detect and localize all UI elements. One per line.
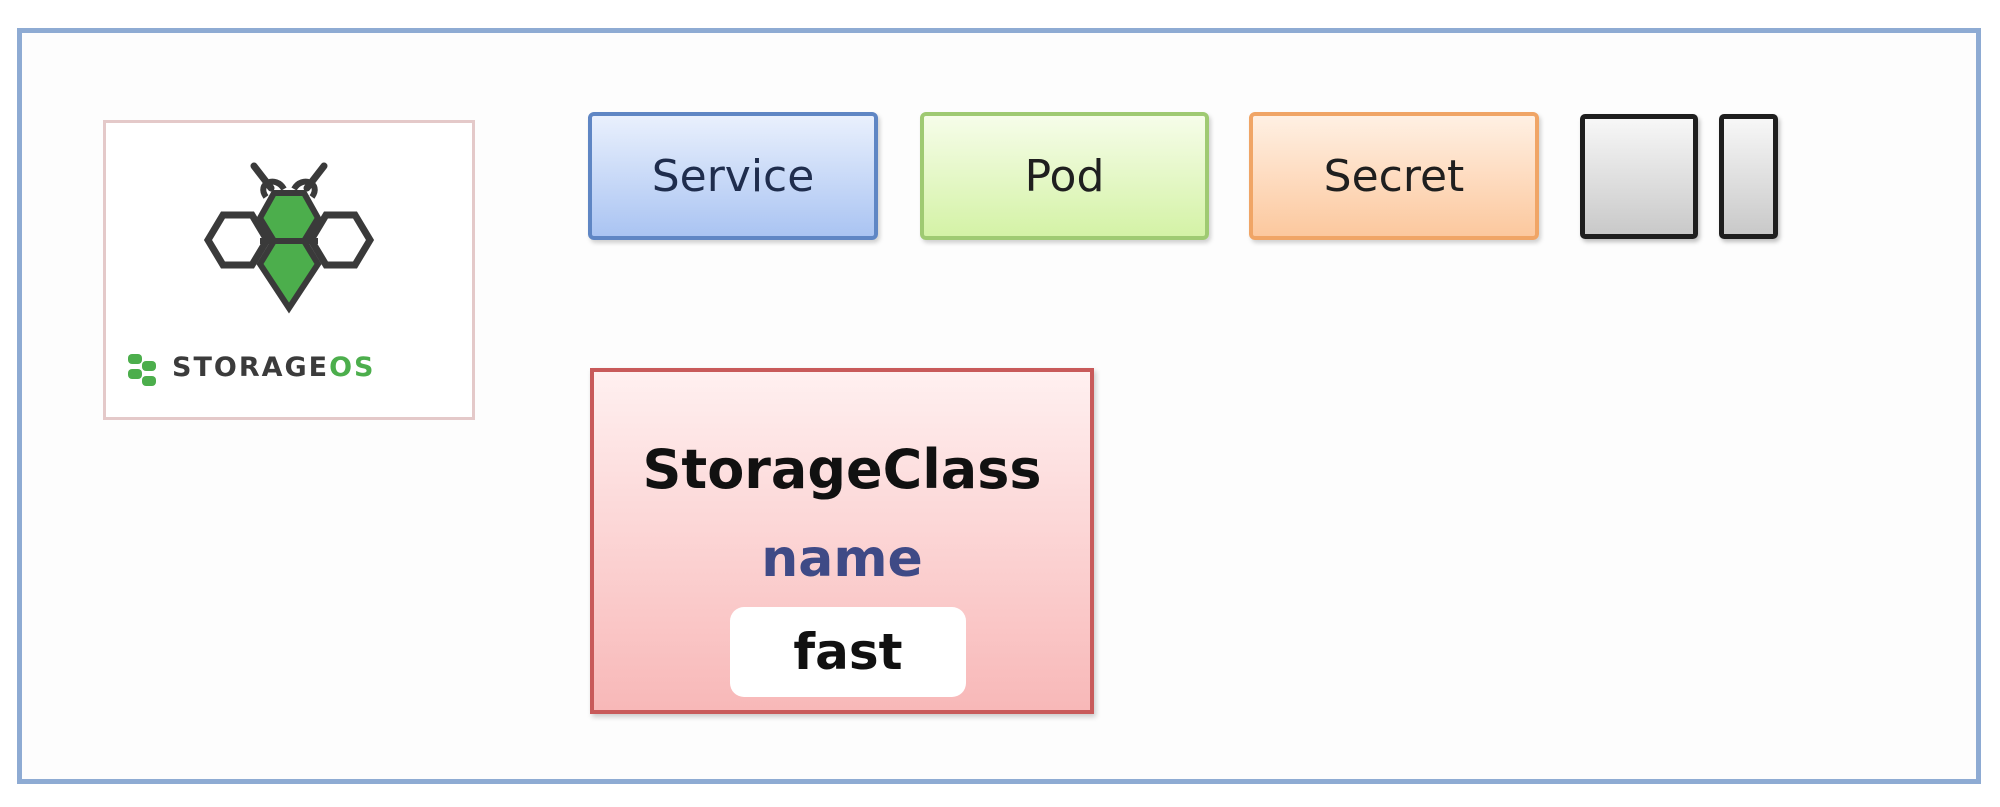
- storageclass-title: StorageClass: [642, 438, 1042, 501]
- logo-wordmark: STORAGEOS: [172, 352, 376, 383]
- bee-hexagon-logo-icon: [128, 162, 375, 386]
- storageos-logo: STORAGEOS: [103, 120, 475, 420]
- pod-label: Pod: [1024, 150, 1105, 202]
- service-resource: Service: [588, 112, 878, 240]
- storageclass-field-name: name: [761, 529, 923, 589]
- service-label: Service: [651, 150, 815, 202]
- pod-resource: Pod: [920, 112, 1209, 240]
- logo-word-accent: OS: [329, 352, 376, 383]
- gray-resource-block-narrow: [1719, 114, 1778, 239]
- gray-resource-block: [1580, 114, 1698, 239]
- chain-icon: [128, 354, 156, 386]
- storageclass-value: fast: [730, 607, 966, 697]
- secret-label: Secret: [1323, 150, 1465, 202]
- storageclass-resource: StorageClass name fast: [590, 368, 1094, 714]
- secret-resource: Secret: [1249, 112, 1539, 240]
- logo-word-main: STORAGE: [172, 352, 330, 383]
